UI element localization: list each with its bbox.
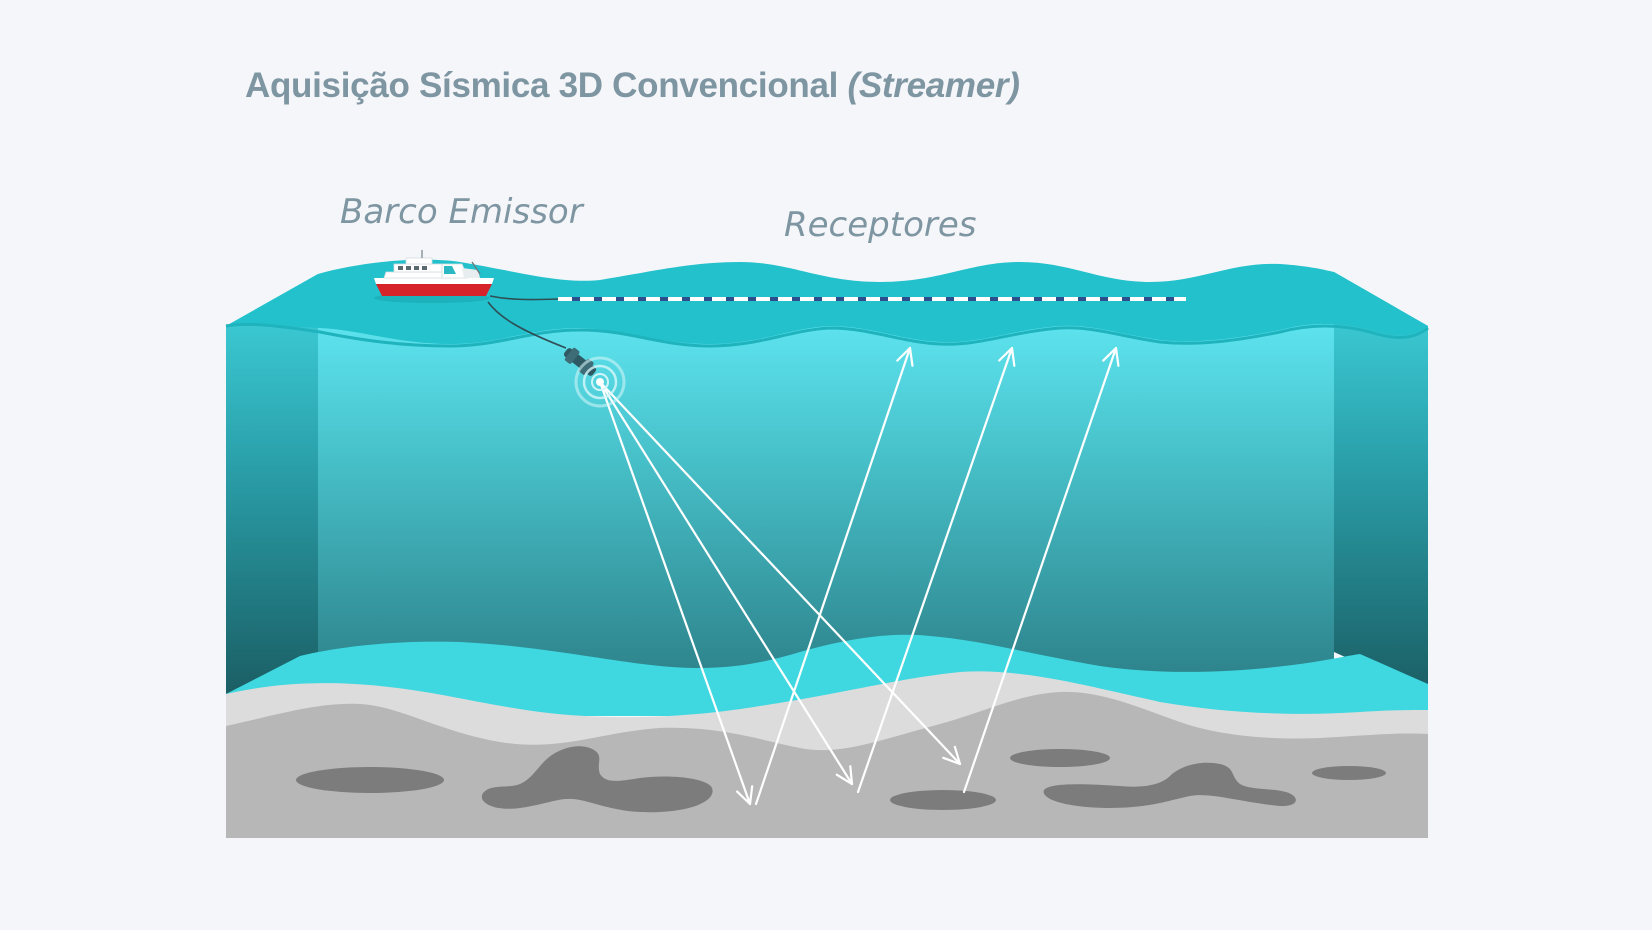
water-body [318, 318, 1334, 698]
boat-label: Barco Emissor [340, 192, 583, 232]
rock-pocket [890, 790, 996, 810]
water-left-wall [226, 274, 318, 694]
rock-pocket [296, 767, 444, 793]
receivers-label: Receptores [784, 205, 976, 245]
ship-icon [374, 250, 494, 303]
rock-pocket [1312, 766, 1386, 780]
pulse-rings-icon [576, 358, 624, 406]
rock-pocket [1010, 749, 1110, 767]
